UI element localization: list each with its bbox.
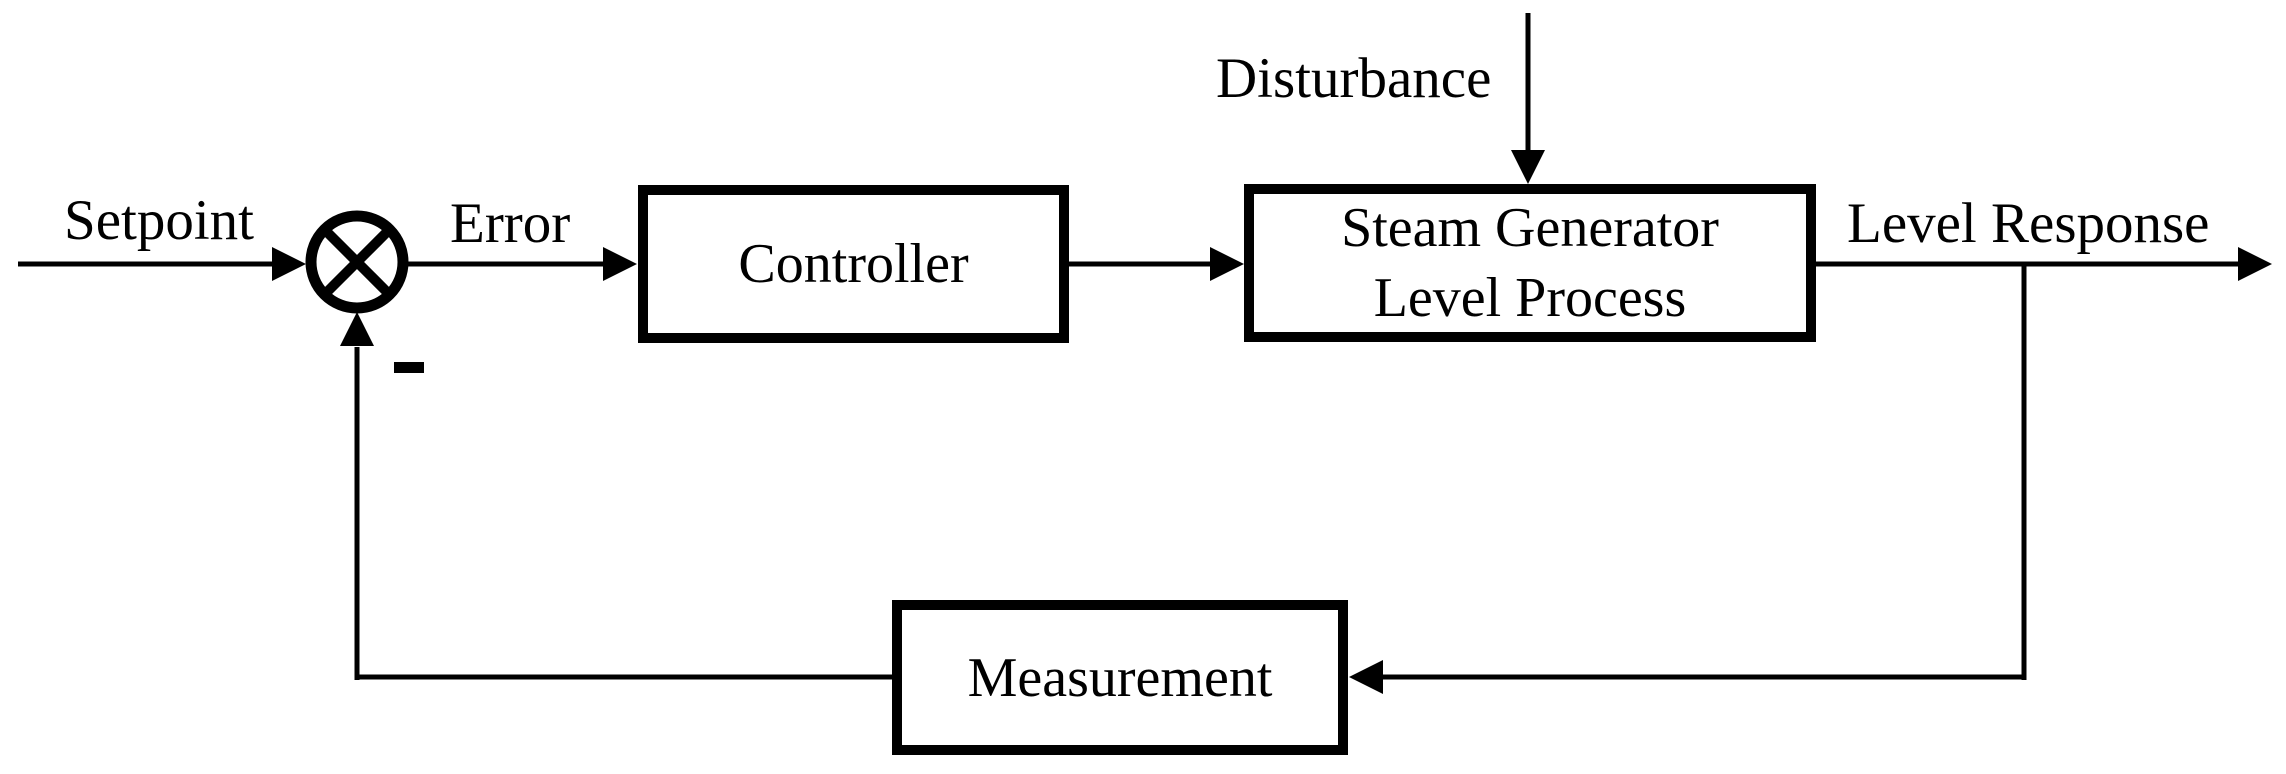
summing-junction-circle bbox=[305, 210, 409, 314]
disturbance-label: Disturbance bbox=[1216, 47, 1492, 110]
summing-junction-cross-2 bbox=[321, 226, 393, 298]
minus-sign-icon bbox=[394, 362, 424, 373]
measurement-label: Measurement bbox=[967, 646, 1273, 709]
process-label-line1: Steam Generator bbox=[1341, 197, 1719, 259]
controller-label: Controller bbox=[738, 233, 969, 295]
feedback-arrowhead-icon bbox=[340, 312, 374, 346]
output-arrowhead-icon bbox=[2238, 247, 2272, 281]
error-arrowhead-icon bbox=[603, 247, 637, 281]
process-block: Steam Generator Level Process bbox=[1244, 184, 1816, 342]
process-label-line2: Level Process bbox=[1373, 267, 1687, 329]
error-label: Error bbox=[450, 192, 571, 255]
controller-block: Controller bbox=[638, 185, 1069, 343]
disturbance-arrowhead-icon bbox=[1511, 150, 1545, 184]
setpoint-arrowhead-icon bbox=[272, 247, 306, 281]
setpoint-label: Setpoint bbox=[64, 189, 255, 252]
measurement-block: Measurement bbox=[892, 600, 1348, 755]
level-response-label: Level Response bbox=[1847, 192, 2210, 255]
controller-output-arrowhead-icon bbox=[1210, 247, 1244, 281]
measurement-input-arrowhead-icon bbox=[1349, 660, 1383, 694]
